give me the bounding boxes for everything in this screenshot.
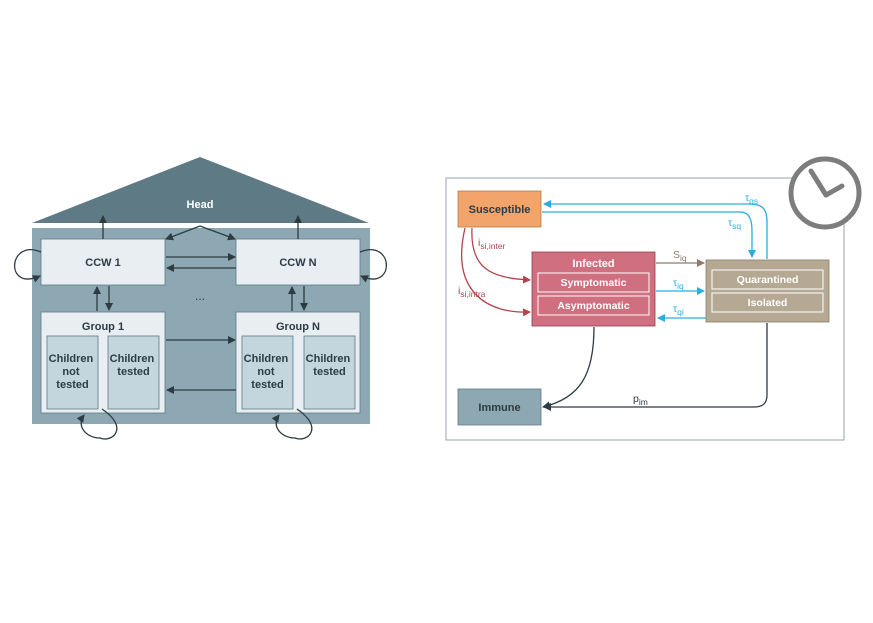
ccw-first-box <box>40 238 166 286</box>
arrow-quarantine-to-immune <box>543 323 768 411</box>
group-first-not-tested-line: Children <box>49 353 94 365</box>
isolated-label: Isolated <box>748 297 788 309</box>
group-last-not-tested-line: tested <box>251 379 283 391</box>
arrow-head-to-ccw1 <box>165 225 201 241</box>
group-last-tested-line: Children <box>306 353 351 365</box>
asymptomatic-box <box>537 295 650 316</box>
rate-p-im: pim <box>633 393 648 407</box>
ccw-first-label: CCW 1 <box>85 257 120 269</box>
seiq-model-diagram: Susceptible Infected Symptomatic Asympto… <box>445 156 862 441</box>
group-last-tested-box <box>303 335 356 410</box>
immune-label: Immune <box>478 402 520 414</box>
svg-text:Children not teste: Children not tested <box>244 353 292 391</box>
svg-text:Children tested: Children tested <box>306 353 354 378</box>
group-first-tested-line: tested <box>117 366 149 378</box>
group-first-not-tested-line: tested <box>56 379 88 391</box>
clock-icon <box>788 156 862 230</box>
quarantined-label: Quarantined <box>737 274 799 286</box>
group-first-not-tested-box <box>46 335 99 410</box>
rate-tau-qs: τqs <box>745 192 758 206</box>
arrow-quarantine-to-susceptible <box>543 200 768 259</box>
isolated-box <box>711 292 824 313</box>
asymptomatic-label: Asymptomatic <box>557 300 630 312</box>
arrow-susceptible-to-quarantine <box>542 211 756 258</box>
arrow-infection-inter <box>471 227 531 284</box>
arrow-infection-intra <box>461 227 531 317</box>
loop-ccwN <box>359 249 388 283</box>
group-last-not-tested-box <box>241 335 294 410</box>
infected-box <box>531 251 656 327</box>
svg-text:Children tested: Children tested <box>110 353 158 378</box>
head-label: Head <box>187 199 214 211</box>
group-last-not-tested-line: Children <box>244 353 289 365</box>
rate-i-inter: isi,inter <box>478 237 506 251</box>
quarantine-box <box>705 259 830 323</box>
ccw-last-label: CCW N <box>279 257 316 269</box>
group-first-tested-line: Children <box>110 353 155 365</box>
childcare-house-diagram: Head CCW 1 CCW N ... Group 1 Children no… <box>13 157 388 440</box>
group-first-not-tested-line: not <box>62 366 79 378</box>
group-last-tested-line: tested <box>313 366 345 378</box>
group-last-not-tested-line: not <box>257 366 274 378</box>
arrow-head-to-ccwN <box>199 225 236 241</box>
symptomatic-box <box>537 272 650 293</box>
susceptible-label: Susceptible <box>469 204 531 216</box>
rate-tau-qi: τqi <box>673 303 684 317</box>
loop-group1 <box>76 408 118 440</box>
infected-label: Infected <box>572 258 614 270</box>
rate-tau-sq: τsq <box>728 217 741 231</box>
svg-text:Children not teste: Children not tested <box>49 353 97 391</box>
immune-box <box>457 388 542 426</box>
rate-i-intra: isi,intra <box>458 285 486 299</box>
susceptible-box <box>457 190 542 228</box>
group-first-tested-box <box>107 335 160 410</box>
rate-tau-iq: τiq <box>673 277 684 291</box>
rate-s-iq: Siq <box>673 249 687 263</box>
house-roof <box>32 157 369 223</box>
symptomatic-label: Symptomatic <box>561 277 627 289</box>
arrow-infected-to-immune <box>542 326 595 410</box>
loop-groupN <box>271 408 313 440</box>
group-last-title: Group N <box>276 321 320 333</box>
loop-ccw1 <box>13 249 42 283</box>
quarantined-box <box>711 269 824 290</box>
group-first-title: Group 1 <box>82 321 124 333</box>
ellipsis-label: ... <box>195 289 205 303</box>
